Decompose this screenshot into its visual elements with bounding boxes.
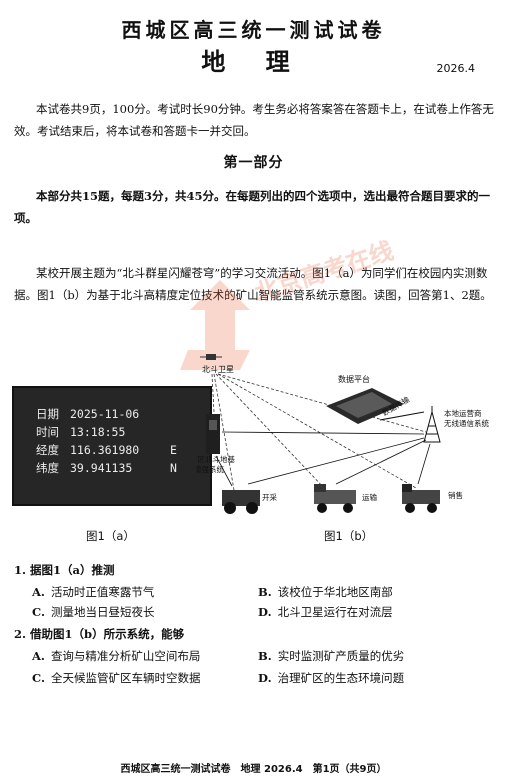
q1-option-a: A.活动时正值寒露节气 bbox=[32, 585, 155, 599]
q2-option-b: B.实时监测矿产质量的优劣 bbox=[258, 649, 405, 663]
question-2: 2. 借助图1（b）所示系统，能够 bbox=[14, 626, 184, 642]
q1-option-b: B.该校位于华北地区南部 bbox=[258, 585, 393, 599]
question-1-number: 1. bbox=[14, 563, 27, 577]
question-2-text: 借助图1（b）所示系统，能够 bbox=[30, 627, 185, 641]
data-platform-label: 数据平台 bbox=[338, 374, 370, 384]
figure-b-mine-system-diagram: 北斗卫星 矿区北斗地基 增强系统 数据平台 数据传输 本地运营商 无线通信系统 bbox=[196, 354, 489, 514]
question-stem: 某校开展主题为“北斗群星闪耀苍穹”的学习交流活动。图1（a）为同学们在校园内实测… bbox=[14, 266, 492, 302]
transport-truck-icon bbox=[314, 484, 356, 513]
question-1-text: 据图1（a）推测 bbox=[30, 563, 115, 577]
q2-option-c: C.全天候监管矿区车辆时空数据 bbox=[32, 671, 201, 685]
sales-truck-icon bbox=[402, 484, 440, 513]
exam-date: 2026.4 bbox=[436, 62, 476, 75]
q1-option-d: D.北斗卫星运行在对流层 bbox=[258, 605, 393, 619]
tower-label-2: 无线通信系统 bbox=[444, 418, 489, 428]
exam-title: 西城区高三统一测试试卷 bbox=[121, 18, 386, 42]
tower-label-1: 本地运营商 bbox=[444, 408, 482, 418]
figure-b-caption: 图1（b） bbox=[324, 529, 374, 543]
q1-option-c: C.测量地当日昼短夜长 bbox=[32, 605, 155, 619]
question-1: 1. 据图1（a）推测 bbox=[14, 562, 114, 578]
part-one-description: 本部分共15题，每题3分，共45分。在每题列出的四个选项中，选出最符合题目要求的… bbox=[14, 189, 491, 225]
base-station-label-1: 矿区北斗地基 bbox=[196, 454, 235, 464]
exam-instructions: 本试卷共9页，100分。考试时长90分钟。考生务必将答案答在答题卡上，在试卷上作… bbox=[14, 102, 494, 138]
q2-option-a: A.查询与精准分析矿山空间布局 bbox=[32, 649, 201, 663]
satellite-label: 北斗卫星 bbox=[202, 365, 234, 374]
question-2-number: 2. bbox=[14, 627, 27, 641]
subject-title: 地 理 bbox=[201, 47, 306, 76]
truck-label-mining: 开采 bbox=[262, 492, 277, 502]
mining-truck-icon bbox=[222, 490, 260, 514]
truck-label-sales: 销售 bbox=[448, 490, 463, 500]
base-station-label-2: 增强系统 bbox=[196, 464, 224, 474]
communication-tower-icon bbox=[423, 406, 441, 443]
truck-label-transport: 运输 bbox=[362, 492, 377, 502]
page-footer: 西城区高三统一测试试卷 地理 2026.4 第1页（共9页） bbox=[120, 764, 387, 775]
figure-a-caption: 图1（a） bbox=[86, 529, 135, 543]
part-one-title: 第一部分 bbox=[223, 155, 284, 171]
q2-option-d: D.治理矿区的生态环境问题 bbox=[258, 671, 405, 685]
satellite-icon bbox=[200, 354, 222, 360]
